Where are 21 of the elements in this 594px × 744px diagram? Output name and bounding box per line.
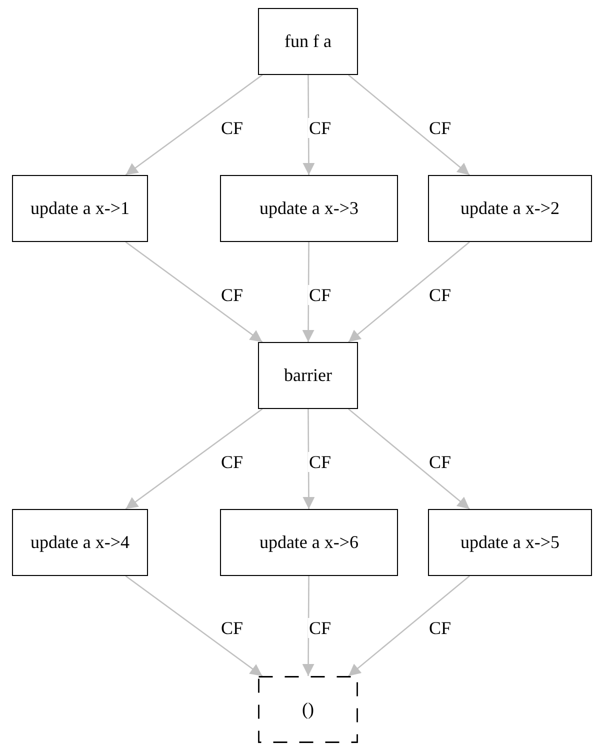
process-box: update a x->1 [12,175,148,242]
arrow [125,74,263,176]
process-box: update a x->6 [220,509,398,576]
arrow [125,575,263,677]
edge-label: CF [308,618,332,638]
edge-label: CF [308,118,332,138]
process-box: update a x->5 [428,509,592,576]
process-box: update a x->4 [12,509,148,576]
edge-label: CF [308,452,332,472]
arrow [348,408,470,510]
arrow [348,242,470,342]
process-box: barrier [258,342,358,409]
arrow [125,408,263,510]
process-box: update a x->3 [220,175,398,242]
process-box: fun f a [258,8,358,75]
process-box: () [258,676,358,743]
arrow [348,576,470,676]
arrow [125,241,263,343]
edge-label: CF [308,285,332,305]
process-box: update a x->2 [428,175,592,242]
arrow [348,74,470,176]
